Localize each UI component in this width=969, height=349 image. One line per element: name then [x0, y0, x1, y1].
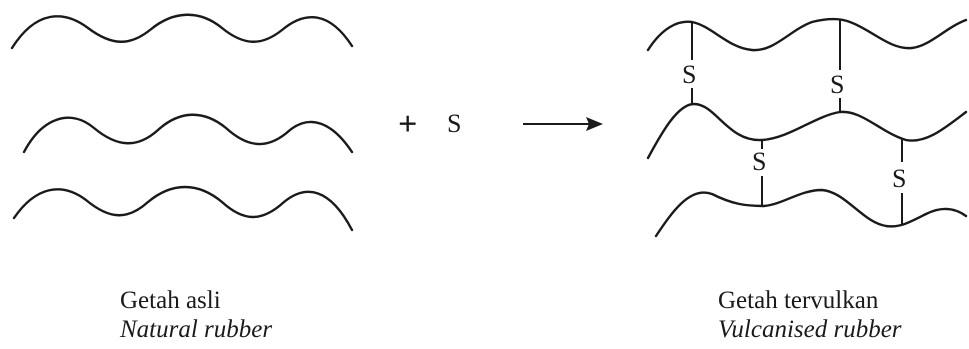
- crosslink-sulfur-label: S: [752, 147, 766, 176]
- natural-rubber-caption-english: Natural rubber: [119, 316, 272, 343]
- vulcanised-rubber-chain-3: [654, 188, 968, 238]
- vulcanised-rubber-chain-2: [646, 102, 968, 160]
- crosslink-1: S: [682, 22, 696, 104]
- sulfur-reagent: S: [447, 109, 461, 138]
- natural-rubber-chain-2: [22, 113, 354, 154]
- vulcanised-rubber-chain-1: [646, 17, 968, 52]
- natural-rubber-chain-1: [10, 13, 354, 50]
- vulcanised-rubber-caption: Getah tervulkan: [718, 287, 879, 314]
- crosslink-4: S: [892, 139, 906, 224]
- crosslink-2: S: [830, 20, 844, 112]
- crosslink-sulfur-label: S: [892, 164, 906, 193]
- vulcanised-rubber-chains: [646, 17, 968, 238]
- vulcanised-rubber-caption-english: Vulcanised rubber: [718, 316, 902, 343]
- crosslink-sulfur-label: S: [830, 70, 844, 99]
- reaction-arrow: [523, 117, 603, 131]
- natural-rubber-chains: [10, 13, 354, 232]
- plus-sign: +: [398, 106, 417, 143]
- crosslink-sulfur-label: S: [682, 60, 696, 89]
- natural-rubber-caption: Getah asli: [120, 287, 221, 314]
- crosslink-3: S: [752, 140, 766, 206]
- natural-rubber-chain-3: [12, 185, 354, 232]
